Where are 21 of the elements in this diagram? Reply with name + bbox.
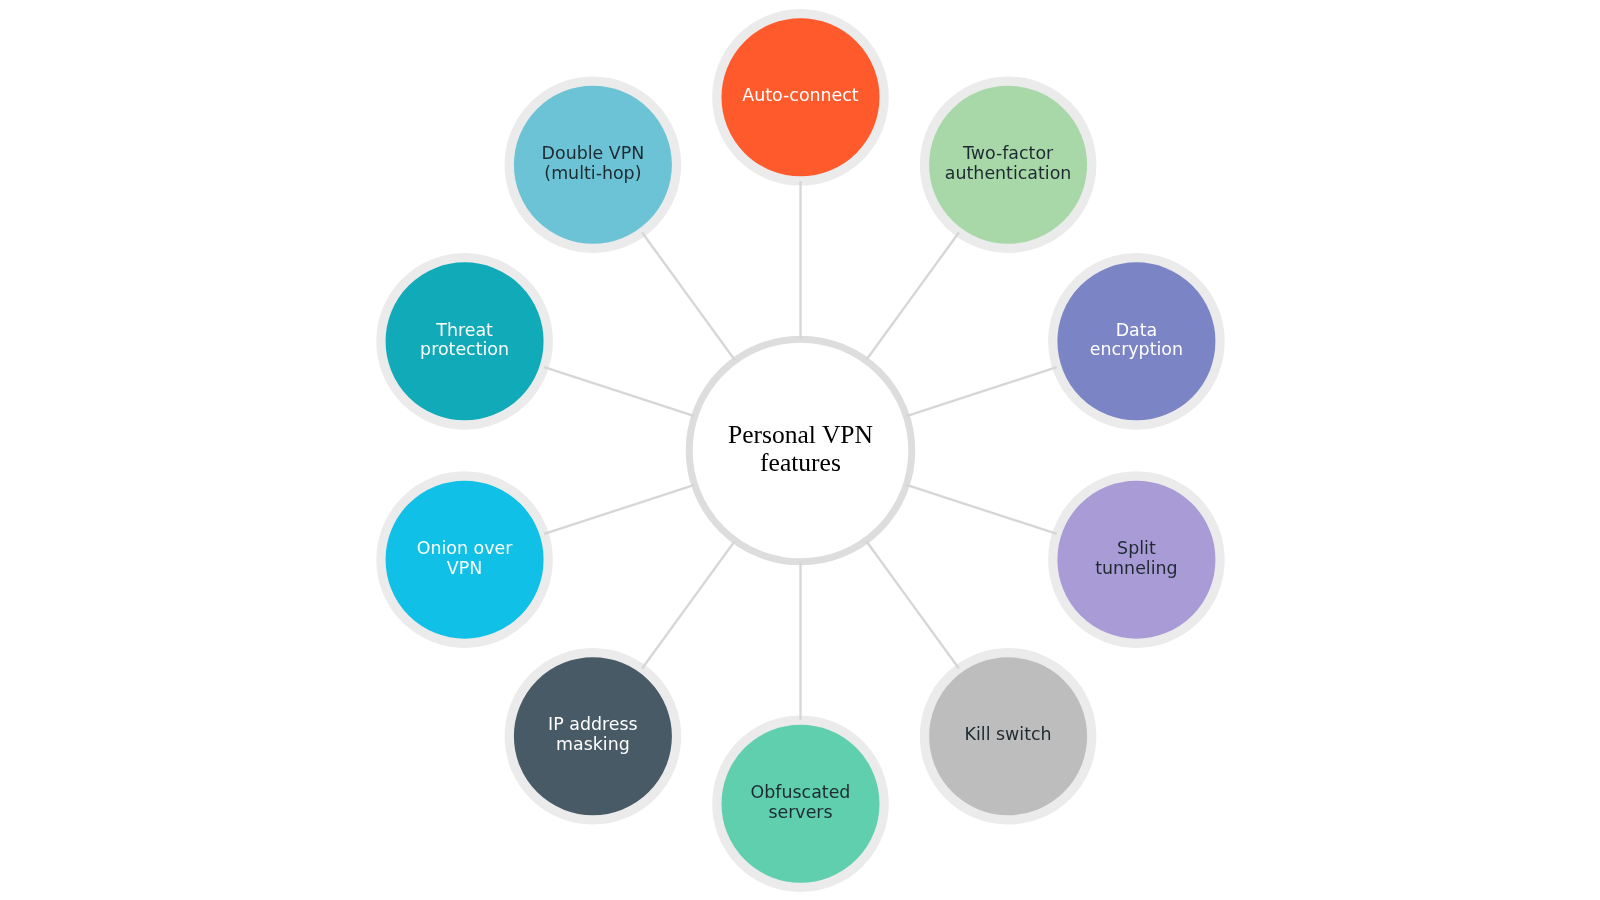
- connector: [640, 231, 736, 361]
- connector: [543, 365, 695, 417]
- connector: [864, 231, 960, 361]
- node-circle: Auto-connect: [711, 8, 889, 186]
- node-circle: Split tunneling: [1047, 470, 1225, 648]
- node-circle: Obfuscated servers: [711, 714, 889, 892]
- node-circle: Personal VPN features: [685, 335, 915, 565]
- connector: [864, 539, 960, 669]
- node-circle: Onion over VPN: [375, 470, 553, 648]
- connector: [798, 180, 802, 339]
- connector: [905, 483, 1057, 535]
- connector: [640, 539, 736, 669]
- node-circle: Two-factor authentication: [919, 75, 1096, 253]
- node-circle: Data encryption: [1047, 252, 1225, 430]
- connector: [905, 365, 1057, 417]
- node-circle: Threat protection: [375, 252, 553, 430]
- node-circle: IP address masking: [504, 647, 681, 825]
- connector: [798, 561, 802, 720]
- node-circle: Kill switch: [919, 647, 1096, 825]
- node-circle: Double VPN (multi-hop): [504, 75, 681, 253]
- connector: [543, 483, 695, 535]
